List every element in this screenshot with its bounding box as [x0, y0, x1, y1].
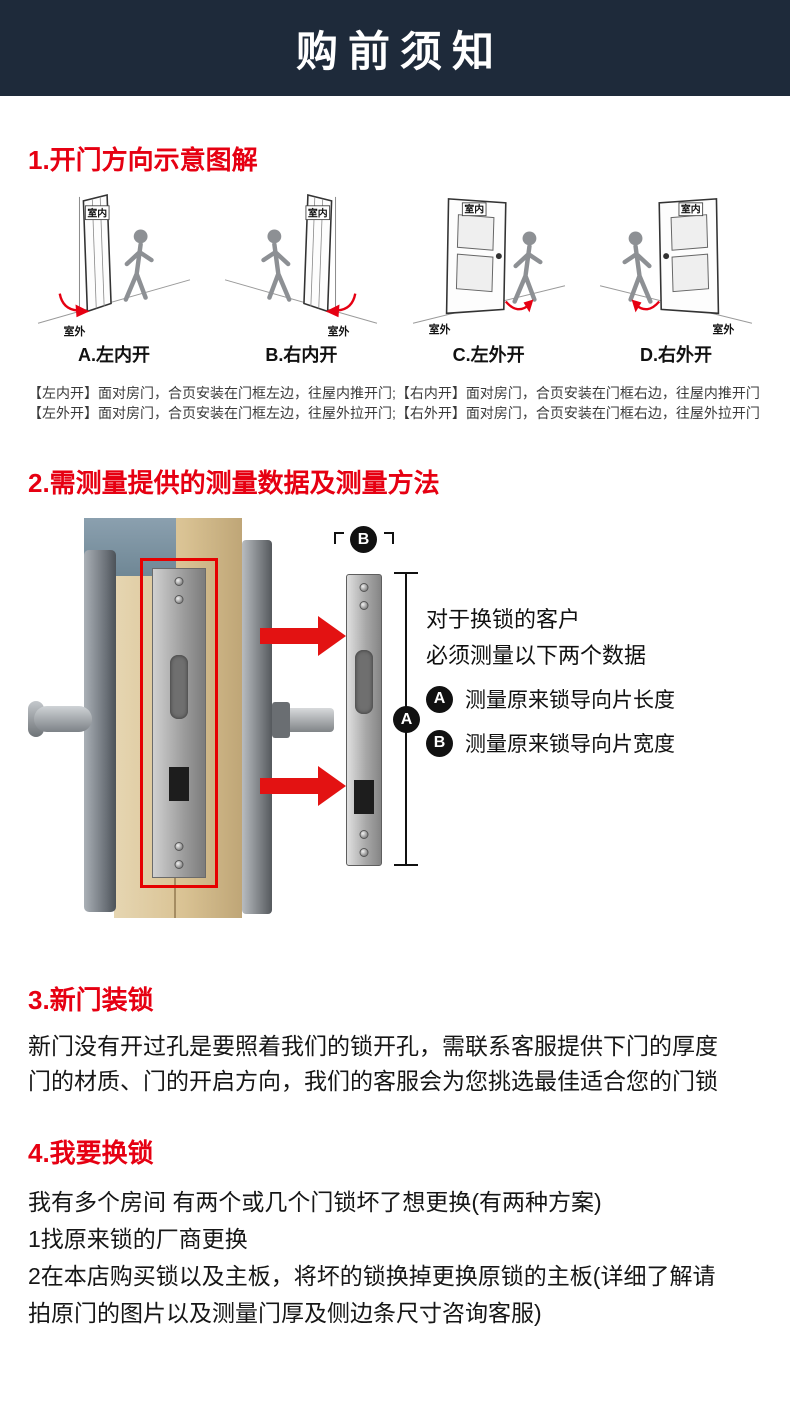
door-c-drawing: 室内 室外: [412, 198, 565, 336]
door-b-drawing: 室内 室外: [225, 193, 378, 338]
indoor-label: 室内: [681, 203, 701, 216]
section4-line-1: 我有多个房间 有两个或几个门锁坏了想更换(有两种方案): [28, 1189, 602, 1215]
red-highlight-box: [140, 558, 218, 888]
door-handle-icon: [495, 253, 502, 260]
badge-a: A: [393, 706, 420, 733]
section-door-directions: 1.开门方向示意图解 室内: [28, 140, 762, 423]
measure-item-a: A 测量原来锁导向片长度: [426, 684, 675, 714]
door-label-d: D.右外开: [639, 345, 712, 365]
note-line-2: 【左外开】面对房门，合页安装在门框左边，往屋外拉开门;【右外开】面对房门，合页安…: [28, 405, 760, 421]
screw-icon: [359, 830, 369, 839]
screw-icon: [359, 601, 369, 610]
swing-arrow-icon: [337, 293, 357, 312]
door-diagram-right-inward: 室内 室外 B.右内开: [215, 191, 387, 367]
section-replace-lock: 4.我要换锁 我有多个房间 有两个或几个门锁坏了想更换(有两种方案) 1找原来锁…: [28, 1133, 762, 1332]
measure-intro-line1: 对于换锁的客户: [426, 607, 581, 632]
door-a-drawing: 室内 室外: [37, 193, 191, 338]
section4-heading: 4.我要换锁: [28, 1138, 154, 1168]
badge-b: B: [426, 729, 453, 757]
screw-icon: [174, 842, 184, 851]
door-direction-notes: 【左内开】面对房门，合页安装在门框左边，往屋内推开门;【右内开】面对房门，合页安…: [28, 383, 762, 423]
width-bracket-left: [334, 532, 344, 544]
lock-faceplate: [152, 568, 206, 878]
door-label-a: A.左内开: [78, 345, 150, 365]
section1-heading: 1.开门方向示意图解: [28, 145, 258, 175]
door-handle: [34, 706, 92, 732]
measurement-diagram: B A 对于换锁的客户 必须测量以下两个数据 A 测量原来锁导向片长度 B 测量…: [28, 516, 762, 936]
screw-icon: [174, 860, 184, 869]
door-diagram-row: 室内 室外 A.左内开: [28, 191, 762, 367]
outdoor-label: 室外: [428, 322, 450, 336]
section4-line-2: 1找原来锁的厂商更换: [28, 1226, 248, 1252]
note-line-1: 【左内开】面对房门，合页安装在门框左边，往屋内推开门;【右内开】面对房门，合页安…: [28, 385, 760, 401]
dimension-cap-bottom: [394, 864, 418, 866]
section3-line-2: 门的材质、门的开启方向，我们的客服会为您挑选最佳适合您的门锁: [28, 1068, 718, 1094]
screw-icon: [174, 595, 184, 604]
door-handle-icon: [663, 253, 670, 260]
door-diagram-right-outward: 室内 室外 D.右外开: [590, 191, 762, 367]
spindle-boss: [272, 702, 290, 738]
indoor-label: 室内: [87, 207, 107, 220]
screw-icon: [174, 577, 184, 586]
right-arrow-icon: [260, 628, 318, 644]
latch-cutout: [170, 655, 188, 719]
section3-heading: 3.新门装锁: [28, 985, 154, 1015]
outdoor-label: 室外: [64, 324, 86, 338]
width-bracket-right: [384, 532, 394, 544]
door-diagram-left-inward: 室内 室外 A.左内开: [28, 191, 200, 367]
deadbolt-cutout: [354, 780, 374, 814]
door-d-drawing: 室内 室外: [599, 198, 753, 336]
dimension-cap-top: [394, 572, 418, 574]
door-label-b: B.右内开: [265, 345, 338, 365]
indoor-label: 室内: [464, 203, 484, 216]
measure-item-b: B 测量原来锁导向片宽度: [426, 728, 675, 758]
right-arrow-icon: [318, 766, 346, 806]
rear-escutcheon: [242, 540, 272, 914]
page-title: 购前须知: [295, 27, 504, 75]
indoor-label: 室内: [308, 207, 328, 220]
front-escutcheon: [84, 550, 116, 912]
measure-item-a-text: 测量原来锁导向片长度: [465, 689, 675, 712]
screw-icon: [359, 583, 369, 592]
right-arrow-icon: [260, 778, 318, 794]
badge-a: A: [426, 685, 453, 713]
measure-intro-line2: 必须测量以下两个数据: [426, 643, 647, 668]
guide-plate: [346, 574, 382, 866]
door-diagram-left-outward: 室内 室外 C.左外开: [403, 191, 575, 367]
right-arrow-icon: [318, 616, 346, 656]
person-icon: [522, 231, 537, 246]
section3-line-1: 新门没有开过孔是要照着我们的锁开孔，需联系客服提供下门的厚度: [28, 1033, 718, 1059]
page-header: 购前须知: [0, 0, 790, 96]
person-icon: [628, 231, 643, 246]
content: 1.开门方向示意图解 室内: [0, 140, 790, 1412]
section2-heading: 2.需测量提供的测量数据及测量方法: [28, 468, 440, 498]
section-new-door: 3.新门装锁 新门没有开过孔是要照着我们的锁开孔，需联系客服提供下门的厚度 门的…: [28, 980, 762, 1099]
outdoor-label: 室外: [328, 324, 350, 338]
screw-icon: [359, 848, 369, 857]
person-icon: [133, 229, 148, 244]
outdoor-label: 室外: [712, 322, 734, 336]
swing-arrow-icon: [58, 293, 78, 312]
section4-line-3: 2在本店购买锁以及主板，将坏的锁换掉更换原锁的主板(详细了解请: [28, 1263, 716, 1289]
section4-line-4: 拍原门的图片以及测量门厚及侧边条尺寸咨询客服): [28, 1300, 542, 1326]
person-icon: [267, 229, 282, 244]
latch-cutout: [355, 650, 373, 714]
measure-item-b-text: 测量原来锁导向片宽度: [465, 733, 675, 756]
badge-b: B: [350, 526, 377, 553]
section-measurement: 2.需测量提供的测量数据及测量方法: [28, 463, 762, 936]
door-label-c: C.左外开: [452, 345, 525, 365]
deadbolt-cutout: [169, 767, 189, 801]
